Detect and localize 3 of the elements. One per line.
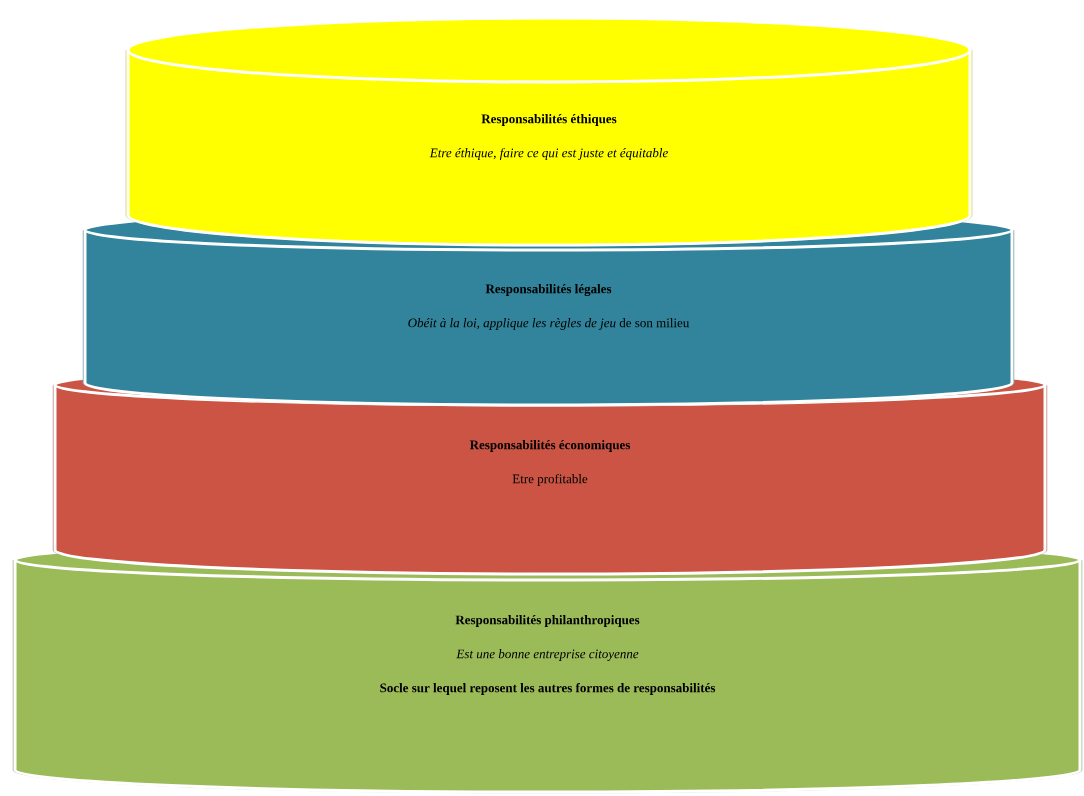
cylinder-tier: Responsabilités légales Obéit à la loi, applique les règles de jeu de son milieu	[82, 208, 1015, 407]
cylinder-tier: Responsabilités éthiques Etre éthique, faire ce qui est juste et équitable	[125, 16, 973, 247]
cylinder-tier: Responsabilités philanthropiques Est une bonne entreprise citoyenne Socle sur lequel reposent les autres formes de responsabilités	[12, 538, 1083, 794]
